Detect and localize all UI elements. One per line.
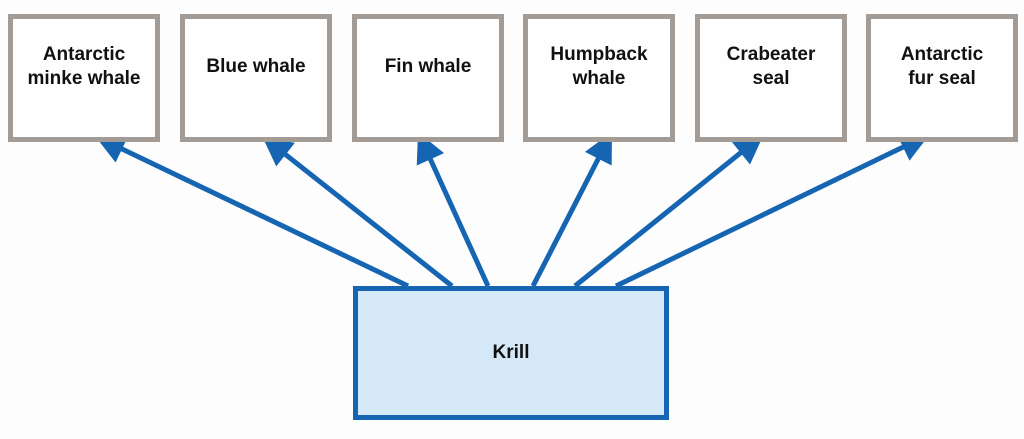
arrow-shaft-blue — [282, 151, 454, 288]
predator-label: Blue whale — [206, 56, 306, 77]
predator-humpback-whale: Humpback whale — [523, 14, 675, 142]
arrowhead-icon — [262, 136, 295, 167]
predator-blue-whale: Blue whale — [180, 14, 332, 142]
krill-box: Krill — [353, 286, 669, 420]
predator-label: Fin whale — [384, 56, 472, 77]
predator-antarctic-fur-seal: Antarctic fur seal — [866, 14, 1018, 142]
predator-crabeater-seal: Crabeater seal — [695, 14, 847, 142]
predator-antarctic-minke-whale: Antarctic minke whale — [8, 14, 160, 142]
arrow-shaft-fin — [427, 156, 491, 288]
predator-label: Antarctic minke whale — [27, 44, 141, 89]
arrow-shaft-crabeater — [573, 149, 744, 288]
predator-fin-whale: Fin whale — [352, 14, 504, 142]
arrowhead-icon — [95, 135, 129, 163]
krill-label: Krill — [492, 342, 530, 363]
arrow-shaft-minke — [119, 145, 410, 289]
predator-label: Humpback whale — [550, 44, 648, 89]
arrow-shaft-humpback — [530, 155, 602, 288]
arrow-shaft-fur-seal — [614, 143, 906, 289]
predator-label: Antarctic fur seal — [900, 44, 984, 89]
predator-label: Crabeater seal — [726, 44, 816, 89]
